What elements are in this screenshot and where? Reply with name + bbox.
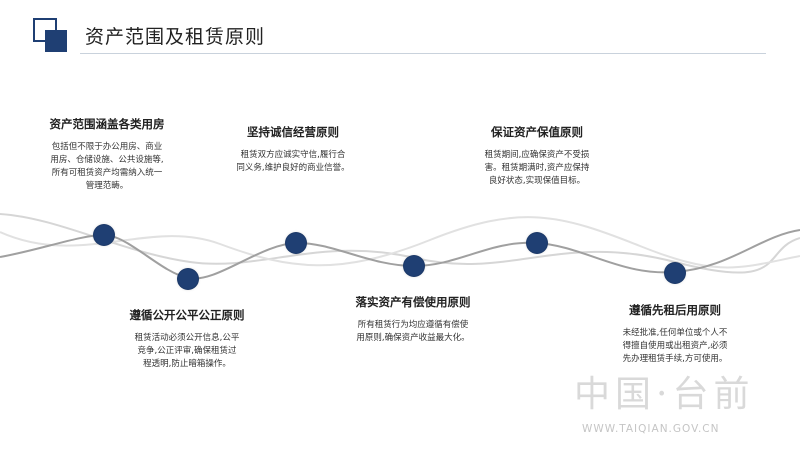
timeline-node-4 <box>403 255 425 277</box>
wave-line-light-2 <box>0 216 800 269</box>
principle-line: 租赁双方应诚实守信,履行合 <box>240 150 346 160</box>
principle-description: 未经批准,任何单位或个人不 得擅自使用或出租资产,必须 先办理租赁手续,方可使用… <box>600 327 750 366</box>
principle-line: 包括但不限于办公用房、商业 <box>51 142 163 152</box>
principle-title: 坚持诚信经营原则 <box>247 125 339 139</box>
watermark-main-text: 中国·台前 <box>574 374 755 415</box>
principle-card-asset-scope: 资产范围涵盖各类用房 包括但不限于办公用房、商业 用房、仓储设施、公共设施等, … <box>32 116 182 193</box>
principle-title: 落实资产有偿使用原则 <box>355 295 471 309</box>
timeline-node-2 <box>177 268 199 290</box>
principle-line: 所有租赁行为均应遵循有偿使 <box>357 320 469 330</box>
principle-line: 竞争,公正评审,确保租赁过 <box>137 346 237 356</box>
principle-line: 良好状态,实现保值目标。 <box>488 176 586 186</box>
principle-title: 遵循先租后用原则 <box>629 303 721 317</box>
logo-filled-square <box>45 30 67 52</box>
principle-card-integrity: 坚持诚信经营原则 租赁双方应诚实守信,履行合 同义务,维护良好的商业信誉。 <box>218 124 368 175</box>
principle-description: 租赁期间,应确保资产不受损 害。租赁期满时,资产应保持 良好状态,实现保值目标。 <box>462 149 612 188</box>
principle-card-lease-before-use: 遵循先租后用原则 未经批准,任何单位或个人不 得擅自使用或出租资产,必须 先办理… <box>600 302 750 366</box>
logo-mark <box>33 18 67 52</box>
timeline-node-3 <box>285 232 307 254</box>
principle-line: 未经批准,任何单位或个人不 <box>622 328 728 338</box>
principle-line: 程透明,防止暗箱操作。 <box>143 359 231 369</box>
principle-line: 管理范畴。 <box>85 181 129 191</box>
page-title: 资产范围及租赁原则 <box>85 26 266 48</box>
principle-line: 先办理租赁手续,方可使用。 <box>622 354 728 364</box>
timeline-node-5 <box>526 232 548 254</box>
principle-line: 得擅自使用或出租资产,必须 <box>622 341 728 351</box>
watermark: 中国·台前 WWW.TAIQIAN.GOV.CN <box>574 365 794 441</box>
timeline-node-6 <box>664 262 686 284</box>
principle-description: 所有租赁行为均应遵循有偿使 用原则,确保资产收益最大化。 <box>338 319 488 345</box>
timeline-node-1 <box>93 224 115 246</box>
principle-description: 租赁活动必须公开信息,公平 竞争,公正评审,确保租赁过 程透明,防止暗箱操作。 <box>112 332 262 371</box>
principle-description: 租赁双方应诚实守信,履行合 同义务,维护良好的商业信誉。 <box>218 149 368 175</box>
principle-card-paid-use: 落实资产有偿使用原则 所有租赁行为均应遵循有偿使 用原则,确保资产收益最大化。 <box>338 294 488 345</box>
principle-line: 租赁期间,应确保资产不受损 <box>484 150 590 160</box>
principle-card-openness-fairness: 遵循公开公平公正原则 租赁活动必须公开信息,公平 竞争,公正评审,确保租赁过 程… <box>112 307 262 371</box>
principle-line: 用房、仓储设施、公共设施等, <box>50 155 164 165</box>
principle-title: 资产范围涵盖各类用房 <box>49 117 165 131</box>
wave-line-dark <box>0 229 800 280</box>
watermark-url: WWW.TAIQIAN.GOV.CN <box>582 423 720 435</box>
principle-line: 租赁活动必须公开信息,公平 <box>134 333 240 343</box>
principle-title: 保证资产保值原则 <box>491 125 583 139</box>
principle-card-value-preservation: 保证资产保值原则 租赁期间,应确保资产不受损 害。租赁期满时,资产应保持 良好状… <box>462 124 612 188</box>
principle-line: 同义务,维护良好的商业信誉。 <box>236 163 350 173</box>
principle-line: 所有可租赁资产均需纳入统一 <box>51 168 163 178</box>
principle-description: 包括但不限于办公用房、商业 用房、仓储设施、公共设施等, 所有可租赁资产均需纳入… <box>32 141 182 193</box>
title-divider <box>80 53 766 54</box>
principle-line: 用原则,确保资产收益最大化。 <box>356 333 470 343</box>
principle-line: 害。租赁期满时,资产应保持 <box>484 163 590 173</box>
principle-title: 遵循公开公平公正原则 <box>129 308 245 322</box>
